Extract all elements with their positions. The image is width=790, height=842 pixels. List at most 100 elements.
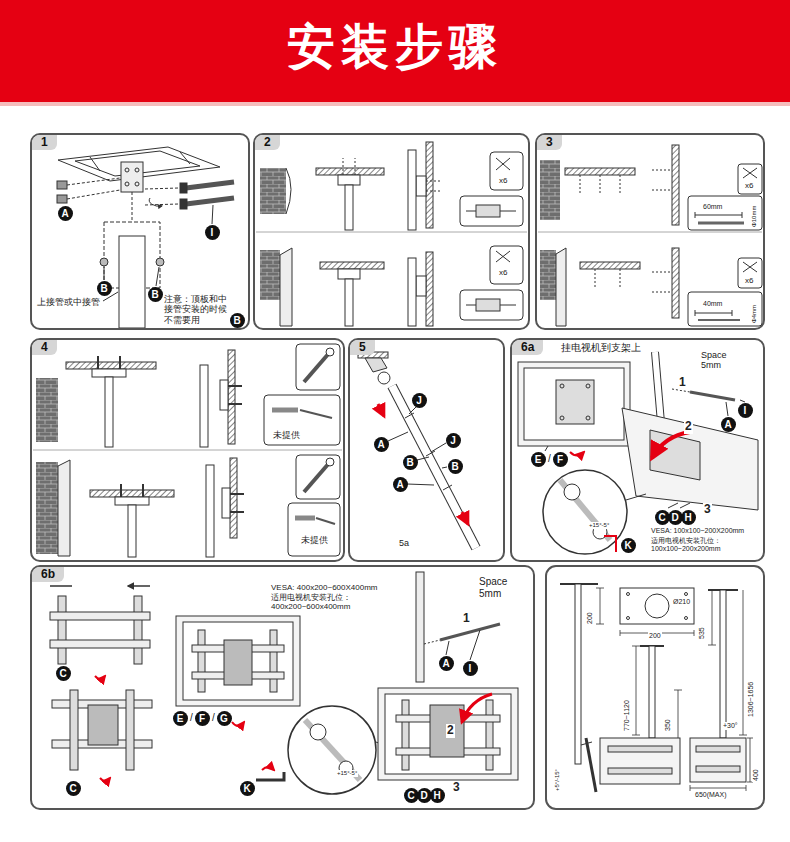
spec-text: VESA: 400x200~600X400mm bbox=[270, 583, 379, 592]
quantity-label: x6 bbox=[498, 268, 508, 277]
dimension-label: 40mm bbox=[702, 300, 723, 308]
drilling-guide bbox=[538, 145, 762, 326]
panel-number: 6a bbox=[512, 340, 543, 355]
dimension-label: Φ10mm bbox=[751, 205, 758, 228]
step-panel: 1AIBBB bbox=[30, 133, 250, 330]
callout-letter: H bbox=[430, 788, 445, 803]
angle-label: +30° bbox=[722, 722, 739, 730]
callout-circle: F bbox=[195, 711, 210, 726]
step-number: 1 bbox=[462, 612, 471, 626]
callout-letter: A bbox=[721, 417, 736, 432]
callout-letter: B bbox=[448, 459, 463, 474]
callout-circle: A bbox=[439, 656, 454, 671]
title-band-edge bbox=[0, 102, 790, 106]
part-note: 上接管或中接管 bbox=[36, 297, 101, 307]
callout-circle: C bbox=[56, 666, 71, 681]
callout-letter: B bbox=[148, 287, 163, 302]
tv-hanging-large bbox=[50, 572, 518, 794]
callout-circle: A bbox=[374, 437, 389, 452]
callout-circle: K bbox=[621, 538, 636, 553]
callout-circle: H bbox=[430, 788, 445, 803]
spec-text: 适用电视机安装孔位：100x100~200x200mm bbox=[650, 537, 762, 553]
step-panel: 6bCCEFGKAICDH bbox=[30, 565, 535, 810]
callout-circle: G bbox=[217, 711, 232, 726]
separator: / bbox=[189, 712, 194, 724]
callout-letter: C bbox=[56, 666, 71, 681]
callout-letter: E bbox=[173, 711, 188, 726]
callout-circle: B bbox=[403, 455, 418, 470]
callout-letter: A bbox=[439, 656, 454, 671]
fixing-plates bbox=[33, 344, 342, 557]
quantity-label: x6 bbox=[498, 176, 508, 185]
angle-label: +5°/-15° bbox=[554, 768, 561, 792]
callout-letter: J bbox=[412, 393, 427, 408]
callout-letter: I bbox=[463, 661, 478, 676]
callout-letter: K bbox=[621, 538, 636, 553]
quantity-label: x6 bbox=[744, 276, 754, 285]
callout-circle: I bbox=[738, 403, 753, 418]
dimension-label: Space 5mm bbox=[700, 350, 736, 371]
callout-letter: G bbox=[217, 711, 232, 726]
callout-letter: E bbox=[531, 452, 546, 467]
step-panel: 5JAJBBA bbox=[348, 338, 505, 562]
callout-circle: F bbox=[553, 452, 568, 467]
angle-label: +15°-5° bbox=[588, 522, 610, 529]
dimension-label: 770~1120 bbox=[623, 699, 631, 732]
callout-letter: A bbox=[58, 206, 73, 221]
panel-number: 5 bbox=[350, 340, 375, 355]
dimension-label: 200 bbox=[648, 632, 662, 640]
note-text: 未提供 bbox=[272, 430, 301, 440]
callout-circle: E bbox=[531, 452, 546, 467]
step-number: 2 bbox=[446, 724, 455, 738]
callout-letter: F bbox=[553, 452, 568, 467]
pole-assembly bbox=[358, 352, 476, 548]
callout-letter: I bbox=[738, 403, 753, 418]
callout-letter: F bbox=[195, 711, 210, 726]
dimension-label: 350 bbox=[664, 718, 672, 732]
callout-circle: K bbox=[240, 781, 255, 796]
dimension-label: 400 bbox=[752, 768, 760, 782]
note-text: 注意：顶板和中接管安装的时候不需要用 bbox=[163, 294, 228, 325]
callout-circle: B bbox=[448, 459, 463, 474]
step-number: 1 bbox=[678, 376, 687, 390]
callout-circle: C bbox=[66, 781, 81, 796]
callout-letter: J bbox=[446, 433, 461, 448]
callout-letter: K bbox=[240, 781, 255, 796]
panel-number: 2 bbox=[255, 135, 280, 150]
step-heading: 挂电视机到支架上 bbox=[560, 342, 642, 354]
title-band bbox=[0, 0, 790, 102]
separator: / bbox=[547, 453, 552, 465]
callout-circle: H bbox=[681, 510, 696, 525]
callout-letter: B bbox=[230, 313, 245, 328]
callout-circle: I bbox=[463, 661, 478, 676]
callout-circle: A bbox=[721, 417, 736, 432]
dimension-label: 535 bbox=[698, 626, 706, 640]
callout-letter: C bbox=[66, 781, 81, 796]
spec-text: VESA: 100x100~200X200mm bbox=[650, 527, 745, 535]
callout-circle: B bbox=[148, 287, 163, 302]
callout-circle: I bbox=[205, 225, 220, 240]
step-number: 2 bbox=[684, 420, 693, 434]
quantity-label: x6 bbox=[744, 181, 754, 190]
panel-number: 3 bbox=[537, 135, 562, 150]
callout-letter: B bbox=[97, 281, 112, 296]
callout-circle: A bbox=[393, 477, 408, 492]
callout-circle: A bbox=[58, 206, 73, 221]
callout-letter: A bbox=[374, 437, 389, 452]
step-panel: 6aAIEFCDHK bbox=[510, 338, 765, 562]
step-number: 3 bbox=[452, 781, 461, 795]
callout-letter: B bbox=[403, 455, 418, 470]
step-panel: 4 bbox=[30, 338, 345, 562]
dimension-label: 1306~1656 bbox=[747, 681, 755, 718]
dimension-label: Φ4mm bbox=[751, 304, 758, 324]
callout-letter: I bbox=[205, 225, 220, 240]
separator: / bbox=[211, 712, 216, 724]
angle-label: +15°-5° bbox=[336, 770, 358, 777]
step-panel: 3 bbox=[535, 133, 765, 330]
callout-circle: E bbox=[173, 711, 188, 726]
ceiling-wall-mount bbox=[256, 142, 527, 326]
page-title: 安装步骤 bbox=[0, 18, 790, 76]
tv-hanging-small bbox=[518, 352, 758, 554]
